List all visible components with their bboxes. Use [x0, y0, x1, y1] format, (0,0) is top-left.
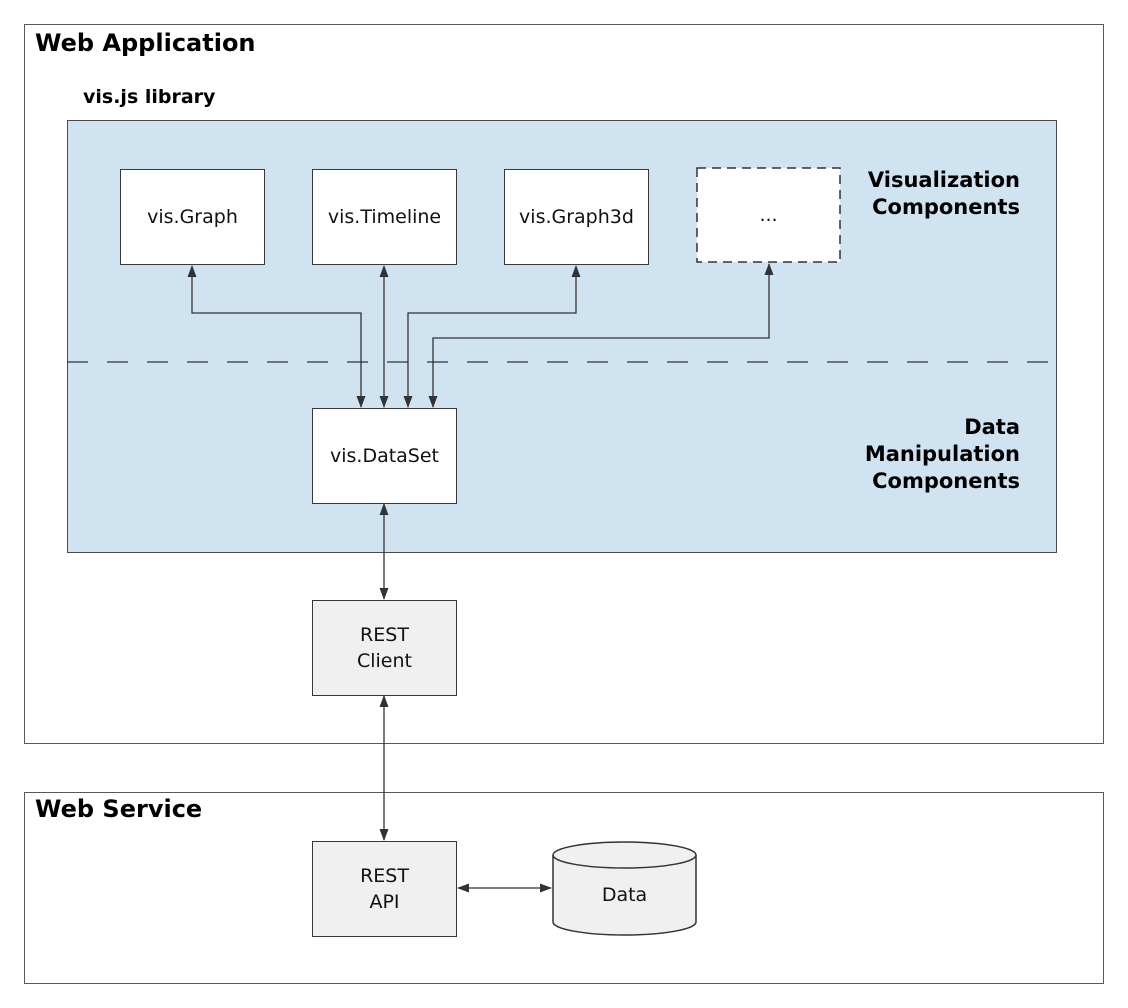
component-box-more: ... — [696, 167, 841, 263]
more-box-label: ... — [759, 204, 778, 226]
component-box-vis-dataset: vis.DataSet — [312, 408, 457, 504]
visjs-library-label: vis.js library — [83, 86, 216, 108]
visualization-components-label: Visualization Components — [867, 168, 1020, 219]
component-box-vis-timeline: vis.Timeline — [312, 169, 457, 265]
data-cylinder-label: Data — [601, 883, 648, 906]
rest-api-box: REST API — [312, 841, 457, 937]
web-service-title: Web Service — [35, 795, 203, 823]
component-box-vis-graph: vis.Graph — [120, 169, 265, 265]
component-box-vis-graph3d: vis.Graph3d — [504, 169, 649, 265]
web-application-title: Web Application — [35, 29, 256, 57]
data-manipulation-components-label: Data Manipulation Components — [864, 415, 1020, 493]
data-cylinder — [552, 841, 697, 936]
more-box-dashed-border — [696, 167, 841, 263]
rest-client-box: REST Client — [312, 600, 457, 696]
